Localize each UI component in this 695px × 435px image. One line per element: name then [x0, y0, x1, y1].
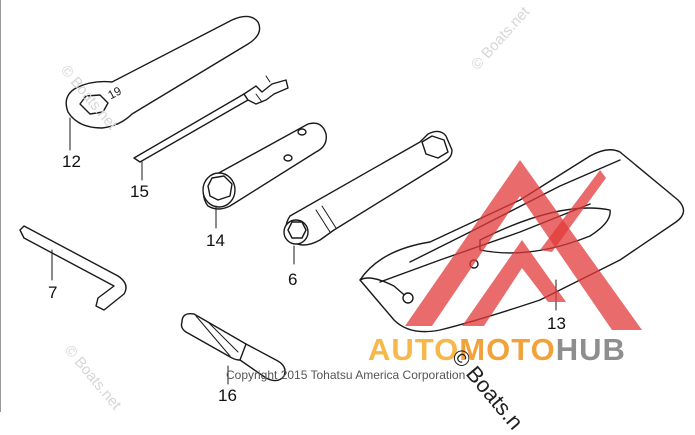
frame-edge: [0, 0, 1, 412]
hex-key-part-7: [19, 225, 127, 311]
tube-spanner-part-14: [202, 122, 327, 229]
callout-13: 13: [547, 314, 566, 333]
brand-wordmark: AUTOMOTOHUB: [368, 332, 626, 368]
socket-wrench-part-6: [283, 130, 453, 265]
screwdriver-grip-part-16: [180, 312, 286, 385]
brand-part-auto: AUTO: [368, 332, 460, 367]
box-wrench-part-12: [65, 15, 261, 151]
brand-part-hub: HUB: [555, 332, 626, 367]
brand-logo-triangle: [405, 160, 642, 330]
callout-7: 7: [48, 283, 58, 302]
callout-12: 12: [62, 152, 81, 171]
callout-14: 14: [206, 231, 225, 250]
copyright-notice: Copyright 2015 Tohatsu America Corporati…: [226, 368, 466, 382]
callout-6: 6: [288, 270, 298, 289]
callout-16: 16: [218, 386, 237, 405]
screwdriver-part-15: [133, 75, 289, 181]
callout-15: 15: [130, 182, 149, 201]
diagram-drawing: [19, 15, 685, 385]
brand-part-moto: MOTO: [459, 332, 556, 367]
